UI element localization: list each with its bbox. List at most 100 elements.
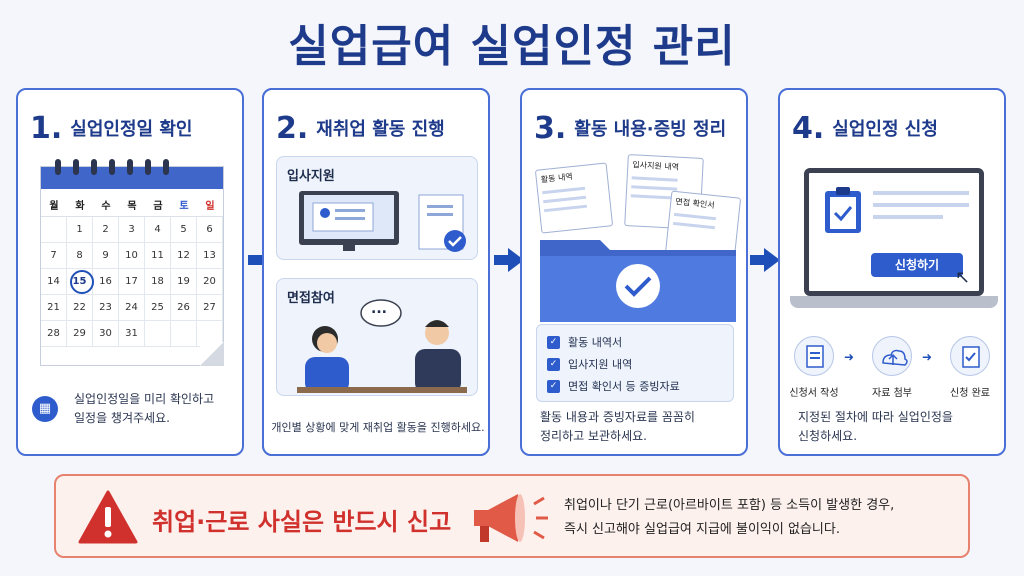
step-3-header: 3. 활동 내용·증빙 정리 [534,104,738,152]
calendar-day: 6 [197,217,223,243]
step-1-header: 1. 실업인정일 확인 [30,104,234,152]
calendar-day: 31 [119,321,145,347]
calendar-day: 15 [67,269,94,295]
checkbox-checked-icon: ✓ [547,379,560,393]
calendar-day: 26 [171,295,197,321]
document-checklist: ✓활동 내역서 ✓입사지원 내역 ✓면접 확인서 등 증빙자료 [536,324,734,402]
step-2-header: 2. 재취업 활동 진행 [276,104,480,152]
banner-title: 취업·근로 사실은 반드시 신고 [152,508,452,536]
calendar-day: 16 [93,269,119,295]
step-3-number: 3. [534,110,567,146]
activity-document: 활동 내역 [534,162,614,234]
calendar-icon: ▦ [32,396,58,422]
clipboard-done-icon [950,336,990,376]
calendar-day: 12 [171,243,197,269]
step-1-title: 실업인정일 확인 [70,119,193,140]
calendar-day: 9 [93,243,119,269]
job-application-label: 입사지원 [287,169,335,184]
calendar-day: 10 [119,243,145,269]
page-title: 실업급여 실업인정 관리 [288,21,736,72]
calendar-day: 21 [41,295,67,321]
step-2-description: 개인별 상황에 맞게 재취업 활동을 진행하세요. [271,421,485,434]
checkbox-checked-icon: ✓ [547,335,560,349]
calendar-day: 24 [119,295,145,321]
calendar-day: 4 [145,217,171,243]
calendar-rings [55,159,169,175]
calendar-weekday: 금 [153,201,163,212]
step-4-number: 4. [792,110,825,146]
step-card-2-body: 2. 재취업 활동 진행 입사지원 면접참여 [262,88,490,456]
calendar-day: 3 [119,217,145,243]
calendar-day [145,321,171,347]
step-4-description: 지정된 절차에 따라 실업인정을 신청하세요. [798,410,953,443]
step-4-title: 실업인정 신청 [832,119,938,140]
calendar-day: 19 [171,269,197,295]
calendar-day: 7 [41,243,67,269]
calendar-day: 29 [67,321,93,347]
warning-icon [78,490,138,544]
calendar-day: 27 [197,295,223,321]
calendar-day: 22 [67,295,93,321]
step-card-3: 3. 활동 내용·증빙 정리 활동 내역 입사지원 내역 면접 확인서 ✓활동 … [520,88,748,456]
apply-button[interactable]: 신청하기 [871,253,963,277]
banner-message: 취업이나 단기 근로(아르바이트 포함) 등 소득이 발생한 경우, 즉시 신고… [564,498,895,537]
calendar-weekday: 월 [49,201,59,212]
interview-illustration-icon [297,299,467,393]
calendar-day: 14 [41,269,67,295]
checkbox-checked-icon: ✓ [547,357,560,371]
calendar-weekday: 화 [75,201,85,212]
cursor-icon: ↖ [955,267,971,288]
calendar-weekday: 목 [127,201,137,212]
calendar-day: 8 [67,243,93,269]
laptop-base [790,296,998,308]
calendar-day: 13 [197,243,223,269]
calendar-day: 18 [145,269,171,295]
page-curl-icon [200,342,224,366]
step-1-number: 1. [30,110,63,146]
clipboard-check-icon [825,187,861,233]
calendar-day: 20 [197,269,223,295]
calendar-day: 2 [93,217,119,243]
job-application-panel: 입사지원 [276,156,478,260]
checklist-item: ✓입사지원 내역 [547,353,723,375]
checklist-item: ✓활동 내역서 [547,331,723,353]
flow-step-label: 자료 첨부 [872,388,912,399]
calendar-day: 17 [119,269,145,295]
flow-step-label: 신청서 작성 [789,388,839,399]
arrow-icon: ➜ [922,350,933,364]
arrow-icon: ➜ [844,350,855,364]
interview-panel: 면접참여 ... [276,278,478,396]
monitor-resume-icon [299,191,466,252]
step-1-description: 실업인정일을 미리 확인하고 일정을 챙겨주세요. [74,392,215,425]
megaphone-icon [474,494,548,542]
calendar-day: 11 [145,243,171,269]
laptop-screen: 신청하기 ↖ [804,168,984,296]
folder-icon [540,240,736,322]
calendar-day: 28 [41,321,67,347]
calendar-day: 5 [171,217,197,243]
arrow-icon [750,248,780,272]
step-3-description: 활동 내용과 증빙자료를 꼼꼼히 정리하고 보관하세요. [540,410,695,443]
calendar-day [171,321,197,347]
calendar-day: 1 [67,217,93,243]
step-2-number: 2. [276,110,309,146]
step-3-title: 활동 내용·증빙 정리 [574,119,727,140]
speech-bubble-text: ... [371,301,387,317]
calendar-day: 30 [93,321,119,347]
calendar-weekday: 일 [205,201,215,212]
interview-label: 면접참여 [287,291,335,306]
calendar-day: 25 [145,295,171,321]
step-2-title: 재취업 활동 진행 [316,119,445,140]
warning-banner: 취업·근로 사실은 반드시 신고 취업이나 단기 근로(아르바이트 포함) 등 … [54,474,970,558]
cloud-upload-icon [872,336,912,376]
calendar-day: 23 [93,295,119,321]
calendar-day [41,217,67,243]
calendar-weekday: 수 [101,201,111,212]
form-document-icon [794,336,834,376]
step-4-header: 4. 실업인정 신청 [792,104,996,152]
calendar-weekday: 토 [179,201,189,212]
